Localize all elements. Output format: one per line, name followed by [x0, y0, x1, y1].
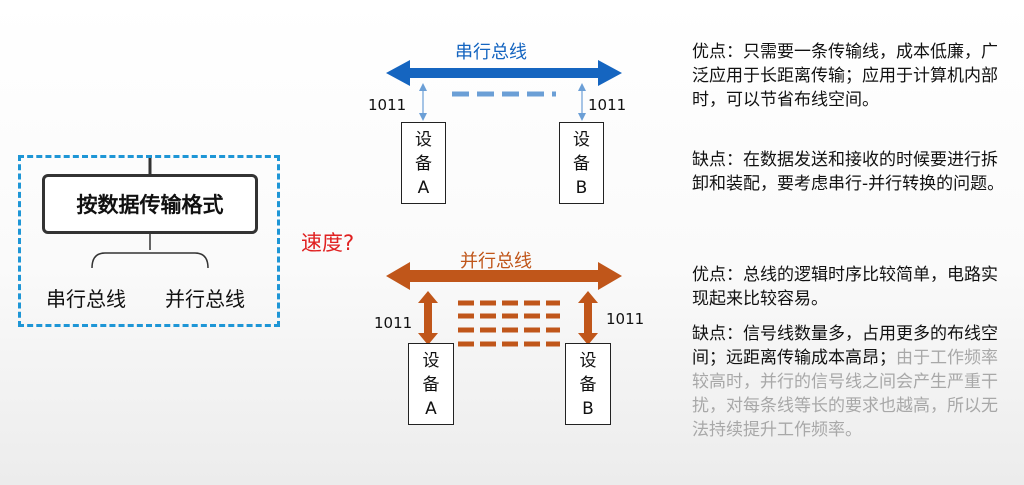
device-label-line: 设 — [422, 351, 440, 371]
serial-device-b: 设 备 B — [559, 122, 604, 204]
parallel-pros: 优点：总线的逻辑时序比较简单，电路实现起来比较容易。 — [692, 265, 998, 309]
device-label-line: A — [425, 399, 437, 419]
serial-device-a: 设 备 A — [401, 122, 446, 204]
tree-bracket — [91, 252, 209, 269]
serial-cons: 缺点：在数据发送和接收的时候要进行拆卸和装配，要考虑串行-并行转换的问题。 — [692, 150, 1005, 194]
parallel-bits-right: 1011 — [606, 310, 645, 328]
parallel-device-b: 设 备 B — [565, 343, 611, 425]
parallel-device-a: 设 备 A — [408, 343, 454, 425]
device-label-line: 备 — [573, 154, 590, 174]
speed-question: 速度? — [301, 231, 355, 255]
serial-link-b-head-top — [578, 83, 586, 91]
category-parallel: 并行总线 — [165, 287, 245, 311]
device-label-line: 设 — [415, 130, 432, 150]
device-label-line: A — [417, 178, 430, 198]
bus-classification-frame — [18, 155, 280, 327]
serial-pros: 优点：只需要一条传输线，成本低廉，广泛应用于长距离传输；应用于计算机内部时，可以… — [692, 42, 998, 110]
serial-bits-left: 1011 — [368, 96, 407, 114]
parallel-bits-left: 1011 — [374, 314, 413, 332]
device-label-line: 备 — [579, 375, 597, 395]
device-label-line: B — [582, 399, 594, 419]
serial-bus-arrow — [386, 60, 622, 86]
serial-link-b-head-bottom — [578, 113, 586, 121]
parallel-signal-lines — [458, 300, 560, 347]
parallel-cons-grey: 由于工作频率较高时，并行的信号线之间会产生严重干扰，对每条线等长的要求也越高，所… — [692, 348, 998, 440]
category-serial: 串行总线 — [46, 287, 126, 311]
device-label-line: 备 — [422, 375, 440, 395]
parallel-bus-title: 并行总线 — [460, 251, 532, 272]
device-label-line: 设 — [573, 130, 590, 150]
serial-bus-title: 串行总线 — [455, 42, 527, 63]
device-label-line: 备 — [415, 154, 432, 174]
device-label-line: 设 — [579, 351, 597, 371]
parallel-bus-arrow — [386, 262, 622, 290]
device-label-line: B — [575, 178, 588, 198]
parallel-cons: 缺点：信号线数量多，占用更多的布线空间；远距离传输成本高昂；由于工作频率较高时，… — [692, 322, 1010, 442]
classification-title: 按数据传输格式 — [76, 193, 224, 217]
parallel-link-b — [578, 291, 598, 345]
parallel-cons-main: 缺点：信号线数量多，占用更多的布线空间；远距离传输成本高昂； — [692, 324, 998, 368]
classification-title-box: 按数据传输格式 — [42, 174, 258, 234]
parallel-link-a — [418, 291, 438, 345]
serial-link-a-head-top — [419, 83, 427, 91]
serial-bits-right: 1011 — [588, 96, 627, 114]
serial-link-a-head-bottom — [419, 113, 427, 121]
